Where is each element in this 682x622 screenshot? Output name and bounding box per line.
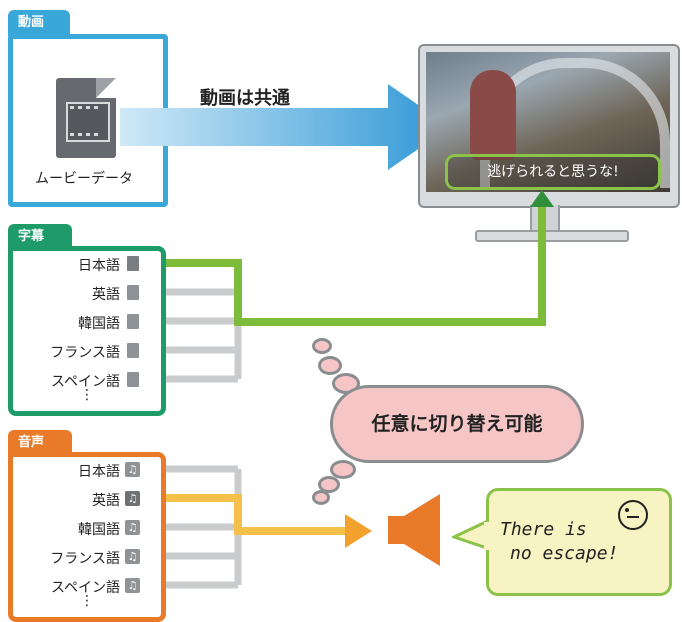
subtitle-more-ellipsis: ⋮ bbox=[80, 387, 94, 403]
subtitle-tab: 字幕 bbox=[8, 224, 72, 250]
document-icon bbox=[127, 314, 139, 329]
film-strip-icon bbox=[66, 102, 110, 142]
video-tab: 動画 bbox=[8, 10, 70, 36]
speech-line-2: no escape! bbox=[510, 543, 619, 564]
subtitle-lang-korean[interactable]: 韓国語 bbox=[78, 316, 120, 332]
music-note-icon: ♫ bbox=[125, 578, 140, 593]
music-note-icon: ♫ bbox=[125, 491, 140, 506]
audio-lang-korean[interactable]: 韓国語 bbox=[78, 522, 120, 538]
document-icon bbox=[127, 256, 139, 271]
thought-puff bbox=[330, 460, 356, 479]
subtitle-lang-english[interactable]: 英語 bbox=[92, 287, 120, 303]
document-icon bbox=[127, 343, 139, 358]
audio-lang-spanish[interactable]: スペイン語 bbox=[50, 580, 120, 596]
thought-puff bbox=[312, 490, 330, 505]
subtitle-panel bbox=[8, 246, 166, 416]
subtitle-lang-japanese[interactable]: 日本語 bbox=[78, 258, 120, 274]
audio-lang-english[interactable]: 英語 bbox=[92, 493, 120, 509]
audio-more-ellipsis: ⋮ bbox=[80, 593, 94, 609]
thought-puff bbox=[318, 356, 342, 375]
speaker-icon bbox=[380, 490, 444, 570]
thought-puff bbox=[318, 476, 340, 493]
speech-text: There is no escape! bbox=[500, 518, 650, 566]
audio-lang-japanese[interactable]: 日本語 bbox=[78, 464, 120, 480]
monitor-base bbox=[475, 230, 629, 242]
subtitle-lang-spanish[interactable]: スペイン語 bbox=[50, 374, 120, 390]
audio-lang-french[interactable]: フランス語 bbox=[50, 551, 120, 567]
music-note-icon: ♫ bbox=[125, 520, 140, 535]
audio-panel bbox=[8, 452, 166, 622]
document-icon bbox=[127, 285, 139, 300]
screen-figure bbox=[470, 70, 516, 160]
music-note-icon: ♫ bbox=[125, 462, 140, 477]
smiley-icon bbox=[618, 500, 648, 530]
switchable-thought-bubble: 任意に切り替え可能 bbox=[330, 385, 584, 463]
screen-subtitle: 逃げられると思うな! bbox=[445, 154, 661, 190]
video-arrow bbox=[120, 84, 450, 170]
file-fold bbox=[96, 78, 116, 98]
video-common-label: 動画は共通 bbox=[200, 88, 290, 109]
speech-line-1: There is bbox=[500, 519, 587, 540]
thought-puff bbox=[312, 338, 332, 354]
audio-tab: 音声 bbox=[8, 430, 72, 456]
document-icon bbox=[127, 372, 139, 387]
movie-data-label: ムービーデータ bbox=[35, 171, 133, 187]
music-note-icon: ♫ bbox=[125, 549, 140, 564]
subtitle-lang-french[interactable]: フランス語 bbox=[50, 345, 120, 361]
